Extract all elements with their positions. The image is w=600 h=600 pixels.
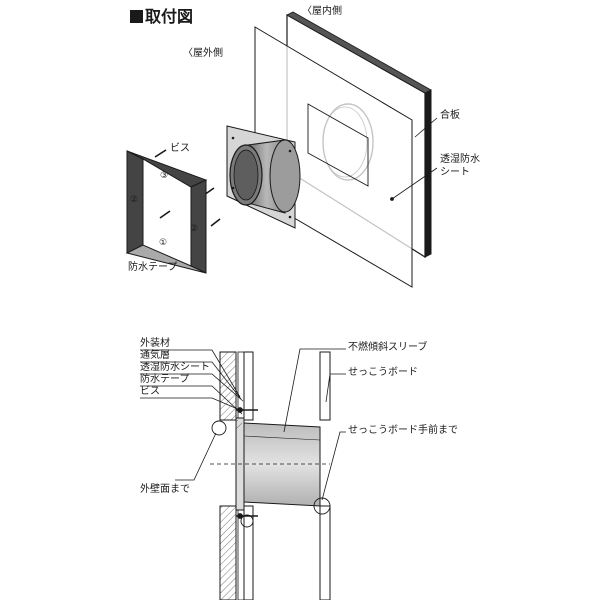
page-title: 取付図 [130, 7, 193, 27]
screw-label: ビス [170, 143, 190, 154]
sleeve-part [226, 125, 301, 229]
step-1-marker: ① [159, 238, 168, 248]
step-2-marker-right: ② [190, 224, 199, 234]
layer-label-screw: ビス [140, 386, 160, 397]
title-square-icon [130, 10, 143, 23]
screw-4 [159, 210, 171, 219]
sleeve-label: 不燃傾斜スリーブ [348, 342, 428, 353]
membrane-label-line1: 透湿防水 [440, 154, 480, 165]
layer-label-membrane: 透湿防水シート [140, 362, 210, 373]
layer-label-cladding: 外装材 [140, 338, 170, 349]
top-leaders [156, 117, 438, 201]
exterior-cladding [219, 351, 237, 600]
tape-label: 防水テープ [128, 262, 178, 273]
gypsum-detail-circle [313, 497, 331, 515]
outer-wall-detail-circle [211, 420, 227, 436]
indoor-side-label: 〈屋内側 [302, 6, 342, 17]
step-2-marker-left: ② [130, 195, 139, 205]
outer-wall-label: 外壁面まで [140, 484, 190, 495]
gypsum-board [319, 351, 331, 600]
layer-label-tape: 防水テープ [140, 374, 190, 385]
step-3-marker: ③ [160, 171, 169, 181]
waterproof-tape-frame [125, 150, 208, 274]
screw-2 [210, 218, 221, 227]
plywood-label: 合板 [440, 110, 460, 121]
outer-wall-detail-circle-lower [240, 514, 254, 528]
title-text: 取付図 [145, 7, 194, 26]
outdoor-side-label: 〈屋外側 [183, 48, 223, 59]
gypsum-label: せっこうボード [348, 367, 418, 378]
membrane-label-line2: シート [440, 167, 470, 178]
section-view [140, 348, 346, 600]
exploded-view [125, 11, 438, 288]
plywood-sheathing [243, 351, 254, 600]
slanted-sleeve [210, 417, 330, 511]
gypsum-front-label: せっこうボード手前まで [348, 425, 458, 436]
section-leaders [140, 348, 346, 501]
layer-label-vent: 通気層 [140, 350, 170, 361]
screws [154, 149, 221, 227]
